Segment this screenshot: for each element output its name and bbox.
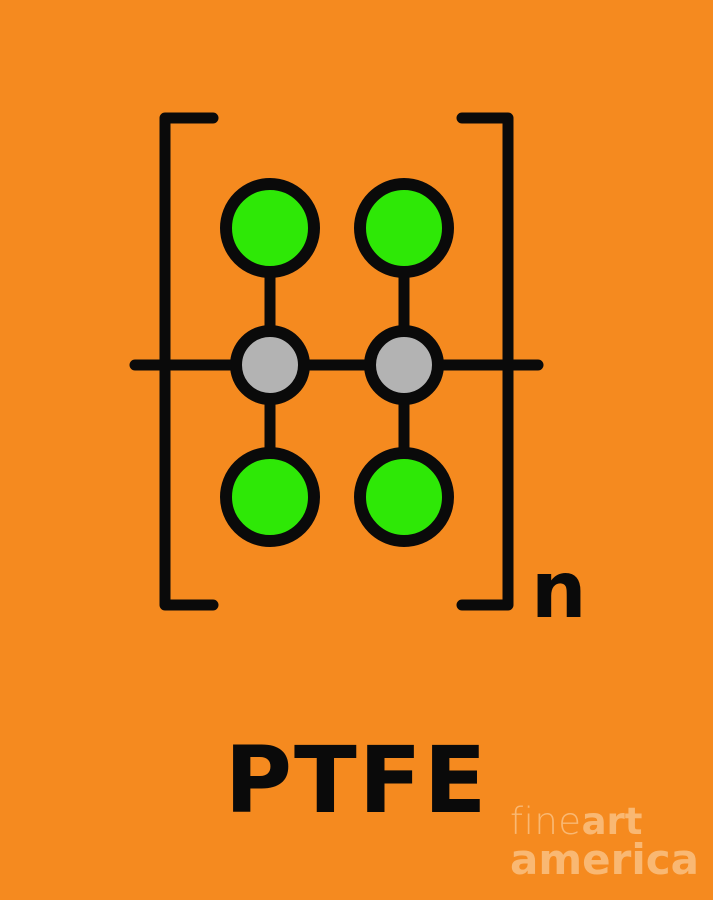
- atom-fluorine-bottom-left: [220, 447, 320, 547]
- atom-fluorine-top-left: [220, 178, 320, 278]
- atom-fluorine-top-right: [354, 178, 454, 278]
- atom-carbon-left: [230, 325, 310, 405]
- atom-group: [220, 178, 454, 547]
- bond-group: [129, 228, 544, 497]
- bracket-left: [159, 112, 219, 611]
- repeat-unit-bracket-group: [159, 112, 514, 611]
- atom-fluorine-bottom-right: [354, 447, 454, 547]
- atom-carbon-right: [364, 325, 444, 405]
- bracket-right: [456, 112, 514, 611]
